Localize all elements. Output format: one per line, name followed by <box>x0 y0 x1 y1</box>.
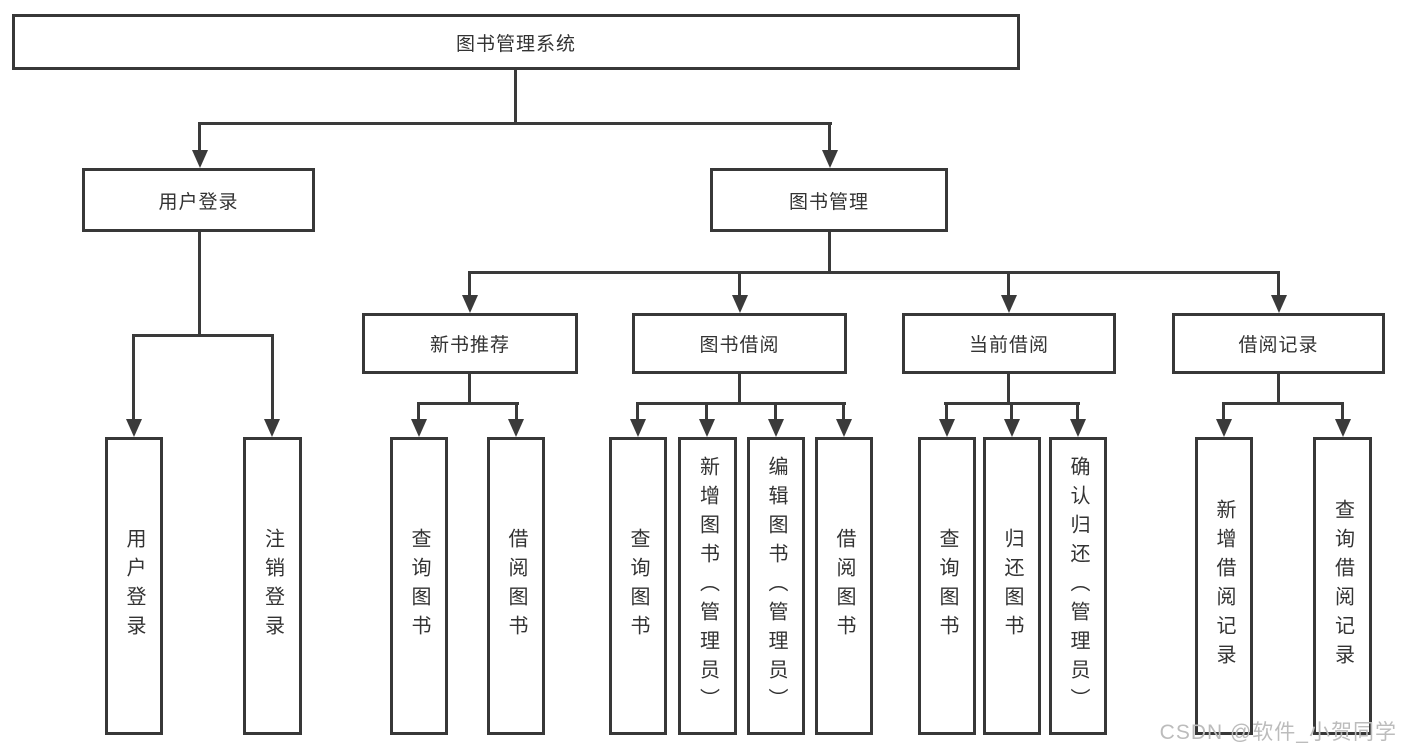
leaf-borrowing-edit-books-admin: 编辑图书（管理员） <box>747 437 805 735</box>
node-new-book-recommend: 新书推荐 <box>362 313 578 374</box>
leaf-label: 编辑图书（管理员） <box>765 455 787 717</box>
connector-line <box>1010 402 1013 421</box>
connector-line <box>271 334 274 421</box>
leaf-user-login: 用户登录 <box>105 437 163 735</box>
connector-line <box>738 271 741 297</box>
node-label: 图书管理系统 <box>455 33 576 55</box>
leaf-records-add-record: 新增借阅记录 <box>1195 437 1253 735</box>
arrow-down-icon <box>939 419 955 437</box>
node-label: 图书借阅 <box>699 335 780 356</box>
connector-line <box>198 122 201 152</box>
leaf-borrowing-query-books: 查询图书 <box>609 437 667 735</box>
node-borrow-records: 借阅记录 <box>1172 313 1385 374</box>
connector-line <box>738 374 741 404</box>
leaf-label: 借阅图书 <box>833 528 855 644</box>
leaf-borrowing-add-books-admin: 新增图书（管理员） <box>678 437 737 735</box>
arrow-down-icon <box>1216 419 1232 437</box>
connector-line <box>1222 402 1344 405</box>
arrow-down-icon <box>462 295 478 313</box>
node-label: 用户登录 <box>158 191 239 213</box>
arrow-down-icon <box>836 419 852 437</box>
connector-line <box>514 70 517 124</box>
leaf-label: 查询图书 <box>936 528 958 644</box>
connector-line <box>515 402 518 421</box>
node-current-borrowing: 当前借阅 <box>902 313 1116 374</box>
arrow-down-icon <box>822 150 838 168</box>
connector-line <box>198 232 201 336</box>
arrow-down-icon <box>126 419 142 437</box>
node-label: 借阅记录 <box>1238 335 1319 356</box>
leaf-records-query-record: 查询借阅记录 <box>1313 437 1372 735</box>
connector-line <box>1076 402 1079 421</box>
arrow-down-icon <box>1271 295 1287 313</box>
node-book-management: 图书管理 <box>710 168 948 232</box>
leaf-label: 查询图书 <box>627 528 649 644</box>
leaf-label: 新增图书（管理员） <box>696 455 719 717</box>
connector-line <box>417 402 420 421</box>
node-book-borrowing: 图书借阅 <box>632 313 847 374</box>
node-library-system: 图书管理系统 <box>12 14 1020 70</box>
connector-line <box>842 402 845 421</box>
connector-line <box>1007 374 1010 404</box>
leaf-label: 借阅图书 <box>505 528 527 644</box>
arrow-down-icon <box>699 419 715 437</box>
leaf-recommend-query-books: 查询图书 <box>390 437 448 735</box>
connector-line <box>132 334 274 337</box>
arrow-down-icon <box>192 150 208 168</box>
node-label: 图书管理 <box>788 191 869 213</box>
arrow-down-icon <box>1001 295 1017 313</box>
arrow-down-icon <box>768 419 784 437</box>
leaf-current-confirm-return-admin: 确认归还（管理员） <box>1049 437 1107 735</box>
connector-line <box>705 402 708 421</box>
arrow-down-icon <box>630 419 646 437</box>
arrow-down-icon <box>1070 419 1086 437</box>
connector-line <box>828 232 831 273</box>
connector-line <box>774 402 777 421</box>
leaf-label: 查询图书 <box>408 528 430 644</box>
connector-line <box>198 122 832 125</box>
leaf-label: 确认归还（管理员） <box>1067 455 1089 717</box>
arrow-down-icon <box>508 419 524 437</box>
leaf-logout: 注销登录 <box>243 437 302 735</box>
connector-line <box>1277 271 1280 297</box>
connector-line <box>1222 402 1225 421</box>
connector-line <box>945 402 948 421</box>
connector-line <box>417 402 519 405</box>
connector-line <box>636 402 846 405</box>
arrow-down-icon <box>264 419 280 437</box>
leaf-recommend-borrow-books: 借阅图书 <box>487 437 545 735</box>
connector-line <box>636 402 639 421</box>
connector-line <box>1007 271 1010 297</box>
connector-line <box>1277 374 1280 404</box>
leaf-current-query-books: 查询图书 <box>918 437 976 735</box>
node-user-login: 用户登录 <box>82 168 315 232</box>
connector-line <box>132 334 135 421</box>
connector-line <box>828 122 831 152</box>
connector-line <box>468 374 471 404</box>
leaf-label: 归还图书 <box>1001 528 1023 644</box>
leaf-label: 用户登录 <box>123 528 145 644</box>
arrow-down-icon <box>1335 419 1351 437</box>
watermark: CSDN @软件_小贺同学 <box>1159 721 1397 744</box>
connector-line <box>468 271 1280 274</box>
connector-line <box>1341 402 1344 421</box>
node-label: 新书推荐 <box>429 335 510 356</box>
node-label: 当前借阅 <box>968 335 1049 356</box>
arrow-down-icon <box>411 419 427 437</box>
leaf-label: 查询借阅记录 <box>1331 499 1354 673</box>
connector-line <box>468 271 471 297</box>
leaf-label: 注销登录 <box>261 528 284 644</box>
leaf-current-return-books: 归还图书 <box>983 437 1041 735</box>
arrow-down-icon <box>1004 419 1020 437</box>
leaf-label: 新增借阅记录 <box>1213 499 1235 673</box>
arrow-down-icon <box>732 295 748 313</box>
leaf-borrowing-borrow-books: 借阅图书 <box>815 437 873 735</box>
